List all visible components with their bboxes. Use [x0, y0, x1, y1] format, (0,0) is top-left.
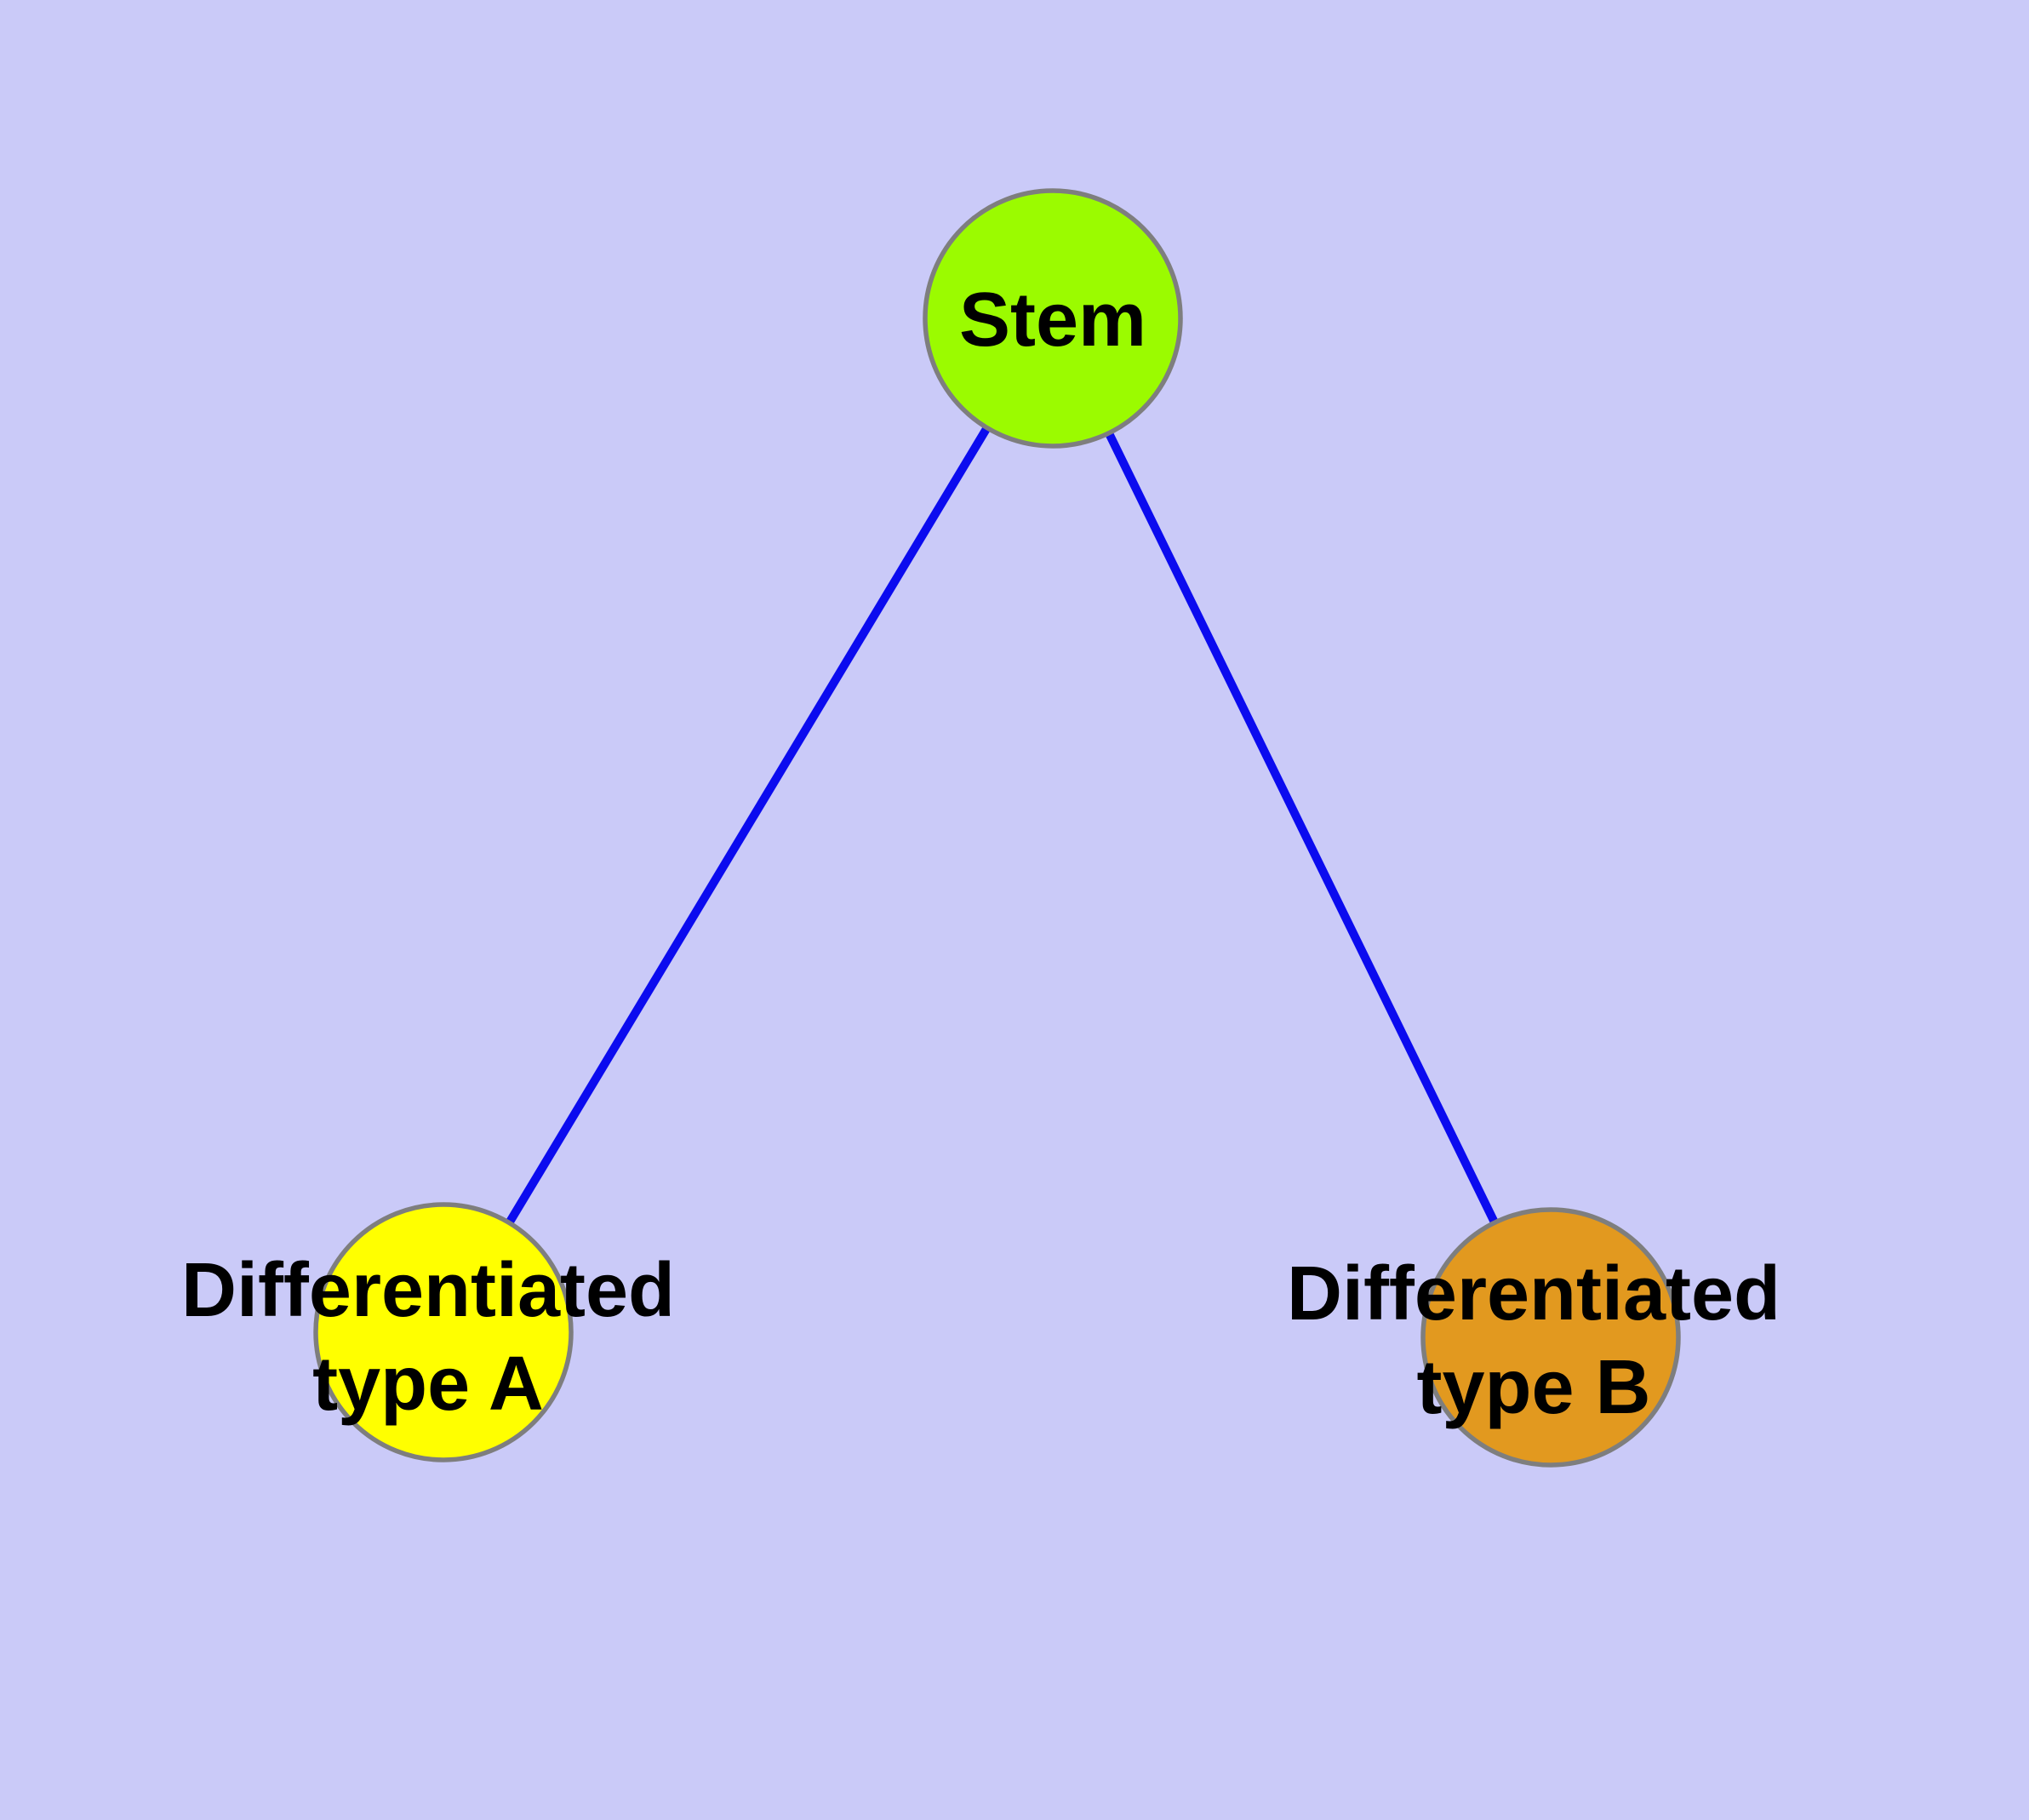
edges-layer: [439, 316, 1555, 1340]
node-differentiated-type-b-label-line-1: Differentiated: [1287, 1251, 1780, 1336]
node-differentiated-type-a-circle: [313, 1202, 574, 1462]
node-differentiated-type-a-label-line-1: Differentiated: [181, 1248, 675, 1333]
edge-stem-to-differentiated-type-a: [439, 316, 1057, 1335]
node-differentiated-type-b-circle: [1420, 1207, 1681, 1468]
node-differentiated-type-b-label-line-2: type B: [1416, 1345, 1650, 1430]
node-differentiated-type-a-label-line-2: type A: [312, 1342, 544, 1427]
node-stem-circle: [923, 188, 1183, 449]
nodes-layer: [313, 188, 1681, 1468]
edge-stem-to-differentiated-type-b: [1049, 316, 1555, 1340]
node-stem-label-line-1: Stem: [959, 278, 1146, 363]
